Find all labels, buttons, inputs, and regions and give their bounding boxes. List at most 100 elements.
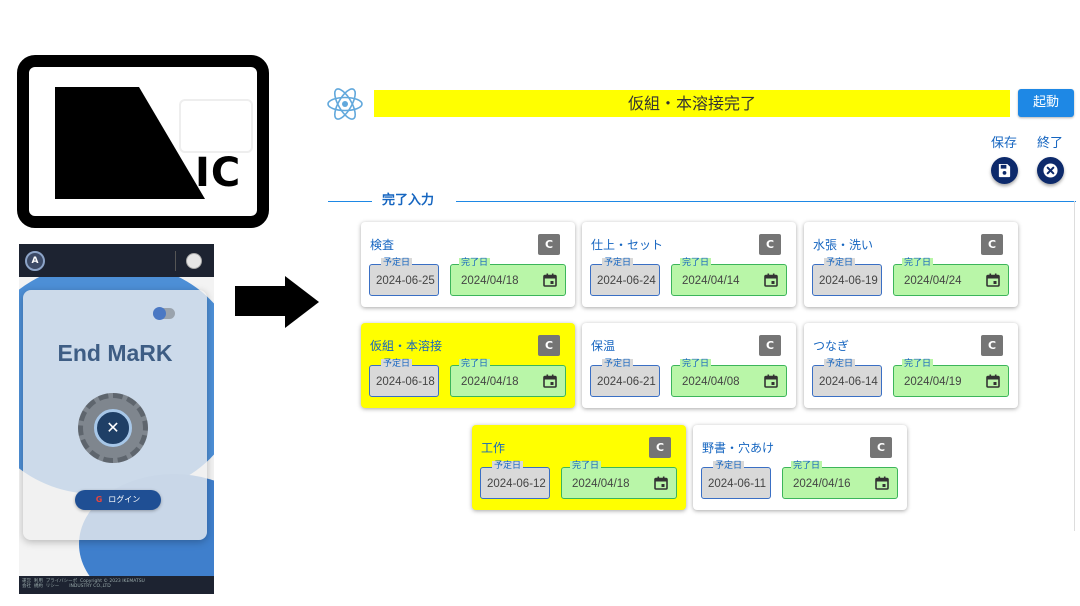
planned-date-value: 2024-06-25 (376, 275, 435, 287)
section-title: 完了入力 (382, 193, 435, 208)
login-label: ログイン (108, 495, 141, 504)
avatar[interactable] (186, 253, 202, 269)
close-circle-icon (1042, 163, 1058, 178)
page-title: 仮組・本溶接完了 (374, 90, 1010, 117)
planned-date-label: 予定日 (602, 359, 634, 370)
app-logo-icon: A (25, 251, 45, 271)
save-label: 保存 (990, 136, 1017, 151)
task-card: 仕上・セット C 予定日 2024-06-24 完了日 2024/04/14 (582, 222, 796, 307)
arrow-shaft (235, 286, 287, 316)
task-name: 検査 (370, 238, 395, 252)
calendar-icon[interactable] (986, 273, 1000, 287)
divider (175, 251, 176, 271)
planned-date-field[interactable]: 予定日 2024-06-12 (480, 461, 550, 499)
save-button[interactable] (990, 157, 1018, 184)
done-date-label: 完了日 (570, 461, 602, 472)
done-date-value: 2024/04/18 (461, 376, 519, 388)
planned-date-field[interactable]: 予定日 2024-06-11 (701, 461, 771, 499)
task-name: 工作 (481, 441, 506, 455)
save-action[interactable]: 保存 (984, 136, 1024, 184)
google-icon: G (95, 495, 103, 504)
clear-button[interactable]: C (759, 335, 781, 356)
planned-date-value: 2024-06-14 (819, 376, 878, 388)
phone-top-bar: A (19, 244, 214, 277)
section-divider (328, 201, 372, 202)
phone-footer: 運営 利用 プライバシーポ Copyright © 2023 IKEMATSU … (19, 576, 214, 594)
done-date-value: 2024/04/24 (904, 275, 962, 287)
arrow-right-icon (285, 276, 319, 328)
clear-button[interactable]: C (538, 335, 560, 356)
planned-date-label: 予定日 (824, 258, 856, 269)
done-date-field[interactable]: 完了日 2024/04/18 (450, 258, 566, 296)
task-name: 仕上・セット (591, 238, 664, 252)
calendar-icon[interactable] (543, 273, 557, 287)
done-date-field[interactable]: 完了日 2024/04/14 (671, 258, 787, 296)
done-date-field[interactable]: 完了日 2024/04/19 (893, 359, 1009, 397)
planned-date-field[interactable]: 予定日 2024-06-19 (812, 258, 882, 296)
done-date-label: 完了日 (791, 461, 823, 472)
logo-watermark (179, 99, 253, 153)
floppy-disk-icon (998, 163, 1010, 178)
planned-date-field[interactable]: 予定日 2024-06-24 (590, 258, 660, 296)
footer-text: 運営 利用 プライバシーポ Copyright © 2023 IKEMATSU … (22, 579, 145, 589)
planned-date-value: 2024-06-12 (487, 478, 546, 490)
done-date-label: 完了日 (459, 258, 491, 269)
google-login-button[interactable]: G ログイン (75, 490, 161, 510)
clear-button[interactable]: C (759, 234, 781, 255)
clear-button[interactable]: C (870, 437, 892, 458)
task-card: 野書・穴あけ C 予定日 2024-06-11 完了日 2024/04/16 (693, 425, 907, 510)
login-card: End MaRK ✕ G ログイン (23, 290, 207, 540)
done-date-field[interactable]: 完了日 2024/04/16 (782, 461, 898, 499)
planned-date-value: 2024-06-19 (819, 275, 878, 287)
exit-label: 終了 (1036, 136, 1063, 151)
panel-edge (1074, 201, 1075, 531)
planned-date-value: 2024-06-18 (376, 376, 435, 388)
calendar-icon[interactable] (986, 374, 1000, 388)
calendar-icon[interactable] (764, 374, 778, 388)
done-date-label: 完了日 (902, 359, 934, 370)
logo-text: IC (195, 150, 242, 196)
done-date-value: 2024/04/18 (461, 275, 519, 287)
task-name: 保温 (591, 339, 616, 353)
phone-app-title: End MaRK (57, 340, 173, 366)
done-date-label: 完了日 (680, 258, 712, 269)
calendar-icon[interactable] (654, 476, 668, 490)
planned-date-value: 2024-06-24 (597, 275, 656, 287)
task-name: 仮組・本溶接 (370, 339, 443, 353)
clear-button[interactable]: C (538, 234, 560, 255)
done-date-value: 2024/04/14 (682, 275, 740, 287)
calendar-icon[interactable] (875, 476, 889, 490)
calendar-icon[interactable] (764, 273, 778, 287)
theme-toggle[interactable] (153, 307, 175, 320)
planned-date-label: 予定日 (492, 461, 524, 472)
gear-center-icon: ✕ (94, 409, 132, 447)
done-date-value: 2024/04/18 (572, 478, 630, 490)
clear-button[interactable]: C (981, 335, 1003, 356)
planned-date-label: 予定日 (713, 461, 745, 472)
start-button[interactable]: 起動 (1018, 89, 1074, 117)
done-date-value: 2024/04/19 (904, 376, 962, 388)
done-date-value: 2024/04/16 (793, 478, 851, 490)
exit-action[interactable]: 終了 (1030, 136, 1070, 184)
planned-date-field[interactable]: 予定日 2024-06-14 (812, 359, 882, 397)
task-name: 水張・洗い (813, 238, 874, 252)
clear-button[interactable]: C (981, 234, 1003, 255)
clear-button[interactable]: C (649, 437, 671, 458)
done-date-field[interactable]: 完了日 2024/04/18 (561, 461, 677, 499)
planned-date-value: 2024-06-11 (708, 478, 766, 490)
exit-button[interactable] (1036, 157, 1064, 184)
planned-date-label: 予定日 (602, 258, 634, 269)
calendar-icon[interactable] (543, 374, 557, 388)
task-name: 野書・穴あけ (702, 441, 775, 455)
planned-date-label: 予定日 (824, 359, 856, 370)
phone-screenshot: A End MaRK ✕ G ログイン 運営 利用 プライバシーポ Copyrig… (19, 244, 214, 594)
